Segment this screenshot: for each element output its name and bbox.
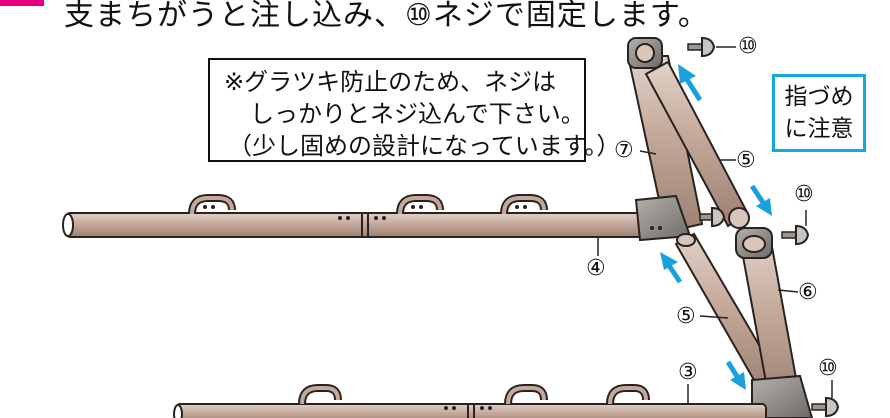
label-part-10-bottom: ⑩ <box>818 356 838 381</box>
pipe-3 <box>173 403 767 418</box>
note-line-3: （少し固めの設計になっています。） <box>228 132 621 160</box>
hook-top-3 <box>500 194 548 215</box>
arrow-down-bottom <box>725 360 746 390</box>
label-part-5-upper: ⑤ <box>736 148 756 173</box>
fitting-top <box>627 37 663 69</box>
hook-bottom-2 <box>504 384 548 405</box>
label-part-6: ⑥ <box>798 280 818 305</box>
hook-top-1 <box>188 194 236 215</box>
hook-top-2 <box>396 194 444 215</box>
arrow-up-left <box>660 252 683 284</box>
warning-line-1: 指づめ <box>784 84 854 110</box>
arrow-down-right <box>749 184 772 216</box>
label-part-7: ⑦ <box>614 138 634 163</box>
step-marker <box>0 0 44 6</box>
label-part-4: ④ <box>586 256 606 281</box>
pipe-4 <box>62 212 647 238</box>
screw-mid <box>699 206 726 228</box>
note-line-2: しっかりとネジ込んで下さい。 <box>250 100 585 128</box>
screw-right <box>781 210 810 246</box>
note-line-1: ※グラツキ防止のため、ネジは <box>224 68 557 96</box>
label-part-10-right: ⑩ <box>794 182 814 207</box>
warning-line-2: に注意 <box>784 116 854 142</box>
hook-bottom-3 <box>606 384 650 405</box>
finger-warning-box: 指づめ に注意 <box>772 74 866 152</box>
label-part-3: ③ <box>678 360 698 385</box>
note-box: ※グラツキ防止のため、ネジは しっかりとネジ込んで下さい。 （少し固めの設計にな… <box>208 58 621 162</box>
arrow-up-top <box>678 64 703 102</box>
screw-top <box>687 36 736 58</box>
fitting-lower <box>735 227 773 259</box>
label-part-10-top: ⑩ <box>738 34 758 59</box>
screw-bottom <box>811 380 840 418</box>
instruction-caption: 支まちがうと注し込み、⑩ネジで固定します。 <box>64 0 709 33</box>
leader-lines <box>597 150 799 404</box>
label-part-5-lower: ⑤ <box>676 304 696 329</box>
hook-bottom-1 <box>298 384 342 405</box>
